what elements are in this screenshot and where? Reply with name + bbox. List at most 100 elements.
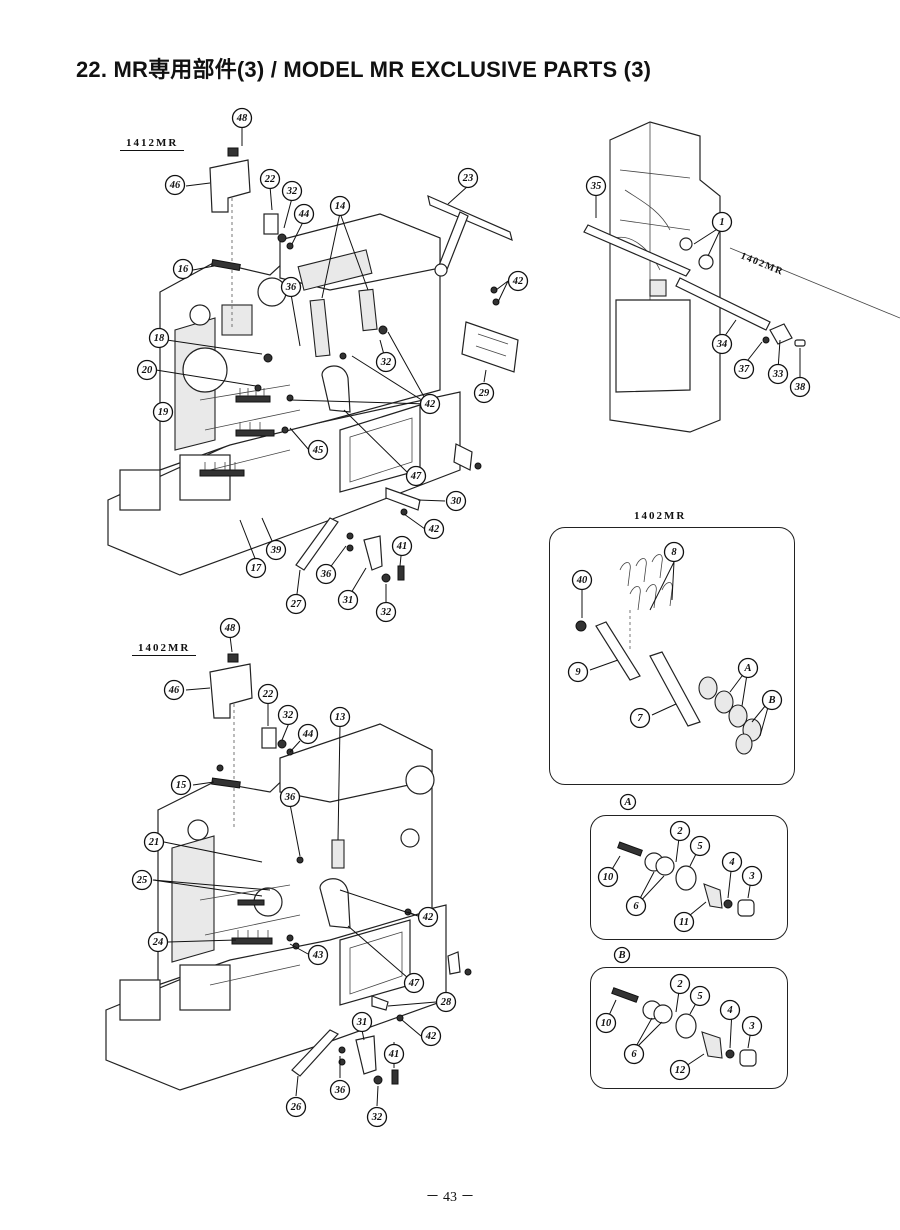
svg-text:39: 39 [270, 545, 282, 556]
svg-text:20: 20 [141, 365, 153, 376]
svg-text:3: 3 [748, 1021, 754, 1032]
svg-text:46: 46 [169, 180, 181, 191]
svg-text:25: 25 [136, 875, 148, 886]
tension-assembly-b-box [590, 967, 788, 1089]
svg-text:40: 40 [576, 575, 588, 586]
svg-text:42: 42 [425, 1031, 437, 1042]
thread-guide-detail-box [549, 527, 795, 785]
callout-top-left-31: 31 [337, 589, 359, 611]
leaders-bottom-left [152, 635, 437, 1107]
callout-bottom-left-46: 46 [163, 679, 185, 701]
callout-inset-a-4: 4 [721, 851, 743, 873]
callout-mid-right-B: B [761, 689, 783, 711]
svg-text:32: 32 [286, 186, 298, 197]
svg-text:B: B [617, 950, 625, 961]
callout-top-left-48: 48 [231, 107, 253, 129]
callout-inset-a-2: 2 [669, 820, 691, 842]
svg-text:9: 9 [575, 667, 581, 678]
callout-mid-right-8: 8 [663, 541, 685, 563]
tension-assembly-a-box [590, 815, 788, 940]
callout-bottom-left-42: 42 [417, 906, 439, 928]
thread-guide-detail [575, 554, 762, 755]
callout-top-left-41: 41 [391, 535, 413, 557]
svg-text:36: 36 [284, 792, 296, 803]
svg-text:28: 28 [440, 997, 452, 1008]
svg-text:2: 2 [676, 826, 683, 837]
svg-text:31: 31 [356, 1017, 368, 1028]
callout-inset-a-3: 3 [741, 865, 763, 887]
callout-bottom-left-32: 32 [277, 704, 299, 726]
svg-text:36: 36 [285, 282, 297, 293]
callout-top-left-29: 29 [473, 382, 495, 404]
model-label-1402mr-shaft: 1402MR [739, 251, 785, 278]
callout-top-left-20: 20 [136, 359, 158, 381]
svg-text:42: 42 [512, 276, 524, 287]
callout-top-left-45: 45 [307, 439, 329, 461]
svg-text:42: 42 [422, 912, 434, 923]
callout-bottom-left-36: 36 [279, 786, 301, 808]
svg-text:46: 46 [168, 685, 180, 696]
shaft-assembly-1402mr [583, 121, 900, 433]
svg-text:5: 5 [697, 841, 702, 852]
callout-top-left-30: 30 [445, 490, 467, 512]
svg-text:19: 19 [158, 407, 169, 418]
callout-inset-b-6: 6 [623, 1043, 645, 1065]
callout-bottom-left-44: 44 [297, 723, 319, 745]
svg-text:A: A [623, 797, 631, 808]
svg-text:32: 32 [282, 710, 294, 721]
page-title: 22. MR専用部件(3) / MODEL MR EXCLUSIVE PARTS… [76, 57, 652, 82]
svg-text:32: 32 [380, 607, 392, 618]
callout-inset-b-12: 12 [669, 1059, 691, 1081]
callout-top-left-23: 23 [457, 167, 479, 189]
svg-text:23: 23 [462, 173, 474, 184]
svg-text:2: 2 [676, 979, 683, 990]
callout-bottom-left-36: 36 [329, 1079, 351, 1101]
leaders-top-left [155, 126, 509, 611]
callout-inset-b-5: 5 [689, 985, 711, 1007]
svg-text:32: 32 [371, 1112, 383, 1123]
svg-text:47: 47 [408, 978, 420, 989]
svg-text:22: 22 [264, 174, 276, 185]
callout-top-left-36: 36 [280, 276, 302, 298]
callout-top-right-1: 1 [711, 211, 733, 233]
svg-text:12: 12 [675, 1065, 686, 1076]
callout-bottom-left-26: 26 [285, 1096, 307, 1118]
svg-text:26: 26 [290, 1102, 302, 1113]
callout-bottom-left-28: 28 [435, 991, 457, 1013]
svg-text:36: 36 [320, 569, 332, 580]
svg-text:43: 43 [312, 950, 324, 961]
svg-text:5: 5 [697, 991, 702, 1002]
callout-bottom-left-42: 42 [420, 1025, 442, 1047]
svg-text:6: 6 [633, 901, 639, 912]
machine-body-1402mr [105, 653, 472, 1091]
callout-mid-right-9: 9 [567, 661, 589, 683]
callout-top-left-18: 18 [148, 327, 170, 349]
callout-top-left-32: 32 [281, 180, 303, 202]
svg-text:41: 41 [396, 541, 408, 552]
svg-text:36: 36 [334, 1085, 346, 1096]
callout-top-right-37: 37 [733, 358, 755, 380]
svg-text:6: 6 [631, 1049, 637, 1060]
svg-text:10: 10 [601, 1018, 612, 1029]
callout-bottom-left-48: 48 [219, 617, 241, 639]
svg-text:A: A [743, 663, 751, 674]
callout-bottom-left-21: 21 [143, 831, 165, 853]
tension-assembly-b [611, 987, 757, 1067]
svg-text:B: B [767, 695, 775, 706]
callout-top-left-39: 39 [265, 539, 287, 561]
callout-top-left-17: 17 [245, 557, 267, 579]
svg-text:18: 18 [154, 333, 165, 344]
svg-text:4: 4 [726, 1005, 732, 1016]
callout-bottom-left-13: 13 [329, 706, 351, 728]
svg-text:44: 44 [302, 729, 314, 740]
callout-mid-right-A: A [737, 657, 759, 679]
svg-text:13: 13 [335, 712, 346, 723]
svg-text:41: 41 [388, 1049, 400, 1060]
callout-top-left-32: 32 [375, 351, 397, 373]
svg-text:7: 7 [637, 713, 643, 724]
model-label-1412mr: 1412MR [120, 137, 185, 151]
callout-top-right-35: 35 [585, 175, 607, 197]
callout-mid-right-7: 7 [629, 707, 651, 729]
callout-bottom-left-15: 15 [170, 774, 192, 796]
